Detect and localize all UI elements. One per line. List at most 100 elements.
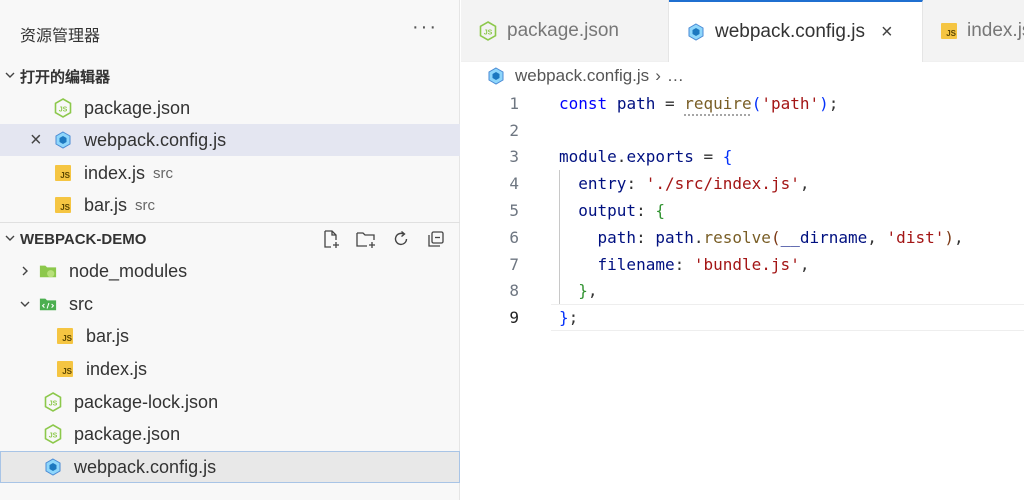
breadcrumb-more[interactable]: … — [666, 66, 684, 85]
tree-file[interactable]: JS package.json — [0, 418, 460, 450]
js-icon: JS — [56, 360, 74, 378]
nodejs-icon: JS — [44, 424, 62, 444]
webpack-icon — [487, 67, 505, 85]
code-line: 2 — [461, 117, 1024, 144]
folder-node-icon — [39, 262, 57, 280]
open-editor-label: webpack.config.js — [84, 129, 227, 150]
tab-label: index.js — [967, 20, 1024, 41]
line-number: 8 — [509, 281, 519, 301]
tree-file-selected[interactable]: webpack.config.js — [0, 451, 460, 483]
nodejs-icon: JS — [54, 98, 72, 118]
svg-text:JS: JS — [49, 401, 58, 408]
explorer-sidebar: 资源管理器 ··· 打开的编辑器 JS package.json × webpa… — [0, 0, 460, 500]
new-file-icon[interactable] — [320, 228, 342, 250]
collapse-all-icon[interactable] — [425, 228, 447, 250]
tree-file[interactable]: JS package-lock.json — [0, 386, 460, 418]
chevron-down-icon — [17, 299, 33, 309]
close-icon[interactable]: × — [30, 128, 42, 151]
refresh-icon[interactable] — [390, 228, 412, 250]
line-number: 7 — [509, 254, 519, 274]
breadcrumb-separator: › — [655, 66, 661, 85]
project-label: WEBPACK-DEMO — [20, 230, 147, 248]
tab-label: package.json — [507, 20, 619, 41]
current-line-highlight — [551, 304, 1024, 331]
nodejs-icon: JS — [479, 21, 497, 41]
svg-text:JS: JS — [49, 433, 58, 440]
folder-src-icon — [39, 295, 57, 313]
js-icon: JS — [56, 327, 74, 345]
code-text: path: path.resolve(__dirname, 'dist'), — [597, 227, 964, 247]
open-editor-label: bar.js — [84, 194, 128, 215]
code-text: module.exports = { — [559, 147, 733, 167]
open-editor-item[interactable]: JS bar.js src — [0, 189, 460, 221]
tab-bar: JS package.json webpack.config.js × JS i… — [461, 0, 1024, 62]
editor-area: JS package.json webpack.config.js × JS i… — [461, 0, 1024, 500]
webpack-icon — [687, 23, 705, 41]
tab-index-js[interactable]: JS index.js — [923, 0, 1024, 62]
new-folder-icon[interactable] — [355, 228, 377, 250]
open-editor-item[interactable]: JS package.json — [0, 92, 460, 124]
code-text: entry: './src/index.js', — [578, 174, 810, 194]
indent-guide — [559, 170, 560, 304]
open-editor-label: package.json — [84, 97, 191, 118]
tab-webpack-config[interactable]: webpack.config.js × — [669, 0, 923, 62]
tab-package-json[interactable]: JS package.json — [461, 0, 669, 62]
explorer-title: 资源管理器 — [20, 28, 101, 45]
tree-label: package-lock.json — [74, 391, 219, 412]
code-line: 1 const path = require('path'); — [461, 90, 1024, 117]
code-text: const path = require('path'); — [559, 93, 839, 113]
code-line-current: 9 }; — [461, 304, 1024, 331]
open-editor-label: index.js — [84, 162, 146, 183]
line-number: 5 — [509, 201, 519, 221]
project-header[interactable]: WEBPACK-DEMO — [0, 225, 460, 253]
breadcrumb: webpack.config.js › … — [487, 64, 684, 88]
code-text: }, — [578, 281, 598, 301]
open-editors-header[interactable]: 打开的编辑器 — [0, 62, 460, 90]
line-number: 9 — [509, 308, 519, 328]
tree-file[interactable]: JS index.js — [0, 353, 460, 385]
js-icon: JS — [941, 23, 957, 39]
line-number: 3 — [509, 147, 519, 167]
line-number: 2 — [509, 120, 519, 140]
code-editor[interactable]: 1 const path = require('path'); 2 3 modu… — [461, 90, 1024, 331]
open-editor-item[interactable]: JS index.js src — [0, 157, 460, 189]
svg-text:JS: JS — [484, 30, 493, 37]
open-editor-folder: src — [135, 196, 156, 214]
code-text: }; — [559, 308, 579, 328]
breadcrumb-file[interactable]: webpack.config.js — [515, 66, 650, 85]
svg-text:JS: JS — [59, 107, 68, 114]
code-text: output: { — [578, 201, 665, 221]
code-line: 3 module.exports = { — [461, 144, 1024, 171]
chevron-down-icon — [0, 231, 20, 248]
line-number: 1 — [509, 93, 519, 113]
nodejs-icon: JS — [44, 392, 62, 412]
tree-label: index.js — [86, 358, 148, 379]
tree-file[interactable]: JS bar.js — [0, 320, 460, 352]
tree-label: node_modules — [69, 260, 188, 281]
close-tab-icon[interactable]: × — [880, 20, 893, 43]
code-line: 4 entry: './src/index.js', — [461, 170, 1024, 197]
tree-label: webpack.config.js — [74, 456, 217, 477]
section-divider — [0, 222, 460, 223]
js-icon: JS — [54, 164, 72, 182]
open-editor-item-active[interactable]: × webpack.config.js — [0, 124, 460, 156]
line-number: 4 — [509, 174, 519, 194]
explorer-toolbar — [320, 228, 447, 250]
code-line: 5 output: { — [461, 197, 1024, 224]
code-text: filename: 'bundle.js', — [597, 254, 810, 274]
line-number: 6 — [509, 227, 519, 247]
code-line: 7 filename: 'bundle.js', — [461, 251, 1024, 278]
webpack-icon — [54, 131, 72, 149]
more-actions-button[interactable]: ··· — [412, 16, 438, 38]
open-editors-label: 打开的编辑器 — [20, 68, 111, 86]
code-line: 6 path: path.resolve(__dirname, 'dist'), — [461, 224, 1024, 251]
chevron-down-icon — [0, 68, 20, 85]
js-icon: JS — [54, 196, 72, 214]
tree-folder-node-modules[interactable]: node_modules — [0, 255, 460, 287]
tree-folder-src[interactable]: src — [0, 288, 460, 320]
chevron-right-icon — [17, 265, 33, 277]
webpack-icon — [44, 458, 62, 476]
tree-label: bar.js — [86, 325, 130, 346]
tree-label: src — [69, 293, 93, 314]
code-line: 8 }, — [461, 278, 1024, 305]
